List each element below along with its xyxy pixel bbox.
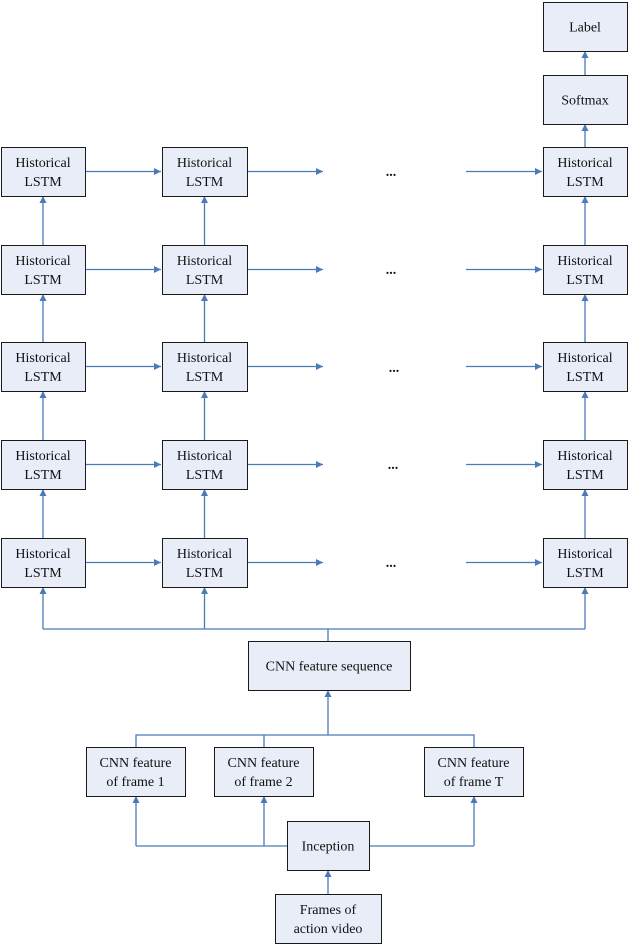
lstm-r5-c2-box (162, 538, 248, 588)
lstm-r3-c3-text: LSTM (566, 370, 604, 385)
input-frames-node-box (275, 894, 382, 944)
ellipsis-row-3: ... (389, 361, 400, 376)
lstm-r5-c2-text: LSTM (186, 566, 224, 581)
lstm-r3-c3-box (543, 342, 628, 392)
lstm-r3-c3-text: Historical (557, 351, 612, 366)
lstm-r4-c1-text: Historical (15, 449, 70, 464)
label-node: Label (543, 2, 628, 52)
lstm-r1-c3-box (543, 147, 628, 197)
lstm-r5-c1-box (1, 538, 86, 588)
lstm-r5-c3-text: LSTM (566, 566, 604, 581)
softmax-node-text: Softmax (561, 94, 608, 109)
input-frames-node-text: Frames of (300, 903, 357, 918)
lstm-r1-c2-text: LSTM (186, 175, 224, 190)
lstm-r5-c2-text: Historical (177, 547, 232, 562)
lstm-r4-c3-box (543, 440, 628, 490)
input-frames-node-text: action video (294, 922, 363, 937)
lstm-r1-c1-text: Historical (15, 156, 70, 171)
cnn-frame-3-node-text: CNN feature (438, 756, 510, 771)
lstm-r3-c2-text: Historical (177, 351, 232, 366)
cnn-frame-2-node: CNN feature of frame 2 (214, 747, 314, 797)
lstm-r2-c2-text: Historical (177, 254, 232, 269)
lstm-r2-c2-box (162, 245, 248, 295)
lstm-r1-c3-text: LSTM (566, 175, 604, 190)
lstm-r4-c2-box (162, 440, 248, 490)
frames-collector (135, 734, 475, 747)
lstm-r4-c2-text: Historical (177, 449, 232, 464)
lstm-r2-c1-box (1, 245, 86, 295)
cnn-frame-2-node-text: CNN feature (228, 756, 300, 771)
cnn-frame-2-node-box (214, 747, 314, 797)
lstm-r1-c2-text: Historical (177, 156, 232, 171)
cnn-frame-1-node-text: CNN feature (100, 756, 172, 771)
input-frames-node: Frames of action video (275, 894, 382, 944)
cnn-sequence-node-text: CNN feature sequence (266, 660, 393, 675)
lstm-r3-c1-text: LSTM (24, 370, 62, 385)
ellipsis-row-4: ... (388, 458, 399, 473)
cnn-frame-3-node-text: of frame T (444, 775, 504, 790)
cnn-frame-1-node-box (86, 747, 186, 797)
lstm-r4-c1-box (1, 440, 86, 490)
cnn-sequence-node: CNN feature sequence (248, 641, 411, 691)
lstm-r5-c3-text: Historical (557, 547, 612, 562)
lstm-r2-c2-text: LSTM (186, 273, 224, 288)
lstm-r1-c3-text: Historical (557, 156, 612, 171)
softmax-node-box (543, 75, 628, 125)
cnn-frame-3-node: CNN feature of frame T (424, 747, 524, 797)
cnn-frame-3-node-box (424, 747, 524, 797)
cnn-frame-2-node-text: of frame 2 (234, 775, 292, 790)
lstm-r2-c3-text: LSTM (566, 273, 604, 288)
lstm-r3-c1-box (1, 342, 86, 392)
lstm-r4-c3-text: LSTM (566, 468, 604, 483)
connections (39, 51, 589, 894)
label-node-box (543, 2, 628, 52)
lstm-r1-c1-text: LSTM (24, 175, 62, 190)
ellipsis-row-1: ... (386, 165, 397, 180)
lstm-r3-c2-text: LSTM (186, 370, 224, 385)
lstm-r2-c3-text: Historical (557, 254, 612, 269)
inception-node-text: Inception (302, 840, 355, 855)
lstm-r3-c1-text: Historical (15, 351, 70, 366)
lstm-r4-c2-text: LSTM (186, 468, 224, 483)
cnn-sequence-node-box (248, 641, 411, 691)
lstm-r3-c2-box (162, 342, 248, 392)
softmax-node: Softmax (543, 75, 628, 125)
lstm-r4-c3-text: Historical (557, 449, 612, 464)
lstm-r5-c1-text: Historical (15, 547, 70, 562)
label-node-text: Label (569, 21, 601, 36)
inception-node-box (287, 821, 370, 871)
lstm-r2-c1-text: LSTM (24, 273, 62, 288)
lstm-r4-c1-text: LSTM (24, 468, 62, 483)
cnn-frame-1-node-text: of frame 1 (106, 775, 164, 790)
lstm-r2-c1-text: Historical (15, 254, 70, 269)
ellipsis-row-5: ... (386, 556, 397, 571)
ellipsis-row-2: ... (386, 263, 397, 278)
lstm-r1-c2-box (162, 147, 248, 197)
inception-node: Inception (287, 821, 370, 871)
lstm-r5-c1-text: LSTM (24, 566, 62, 581)
lstm-r1-c1-box (1, 147, 86, 197)
cnn-frame-1-node: CNN feature of frame 1 (86, 747, 186, 797)
lstm-r5-c3-box (543, 538, 628, 588)
